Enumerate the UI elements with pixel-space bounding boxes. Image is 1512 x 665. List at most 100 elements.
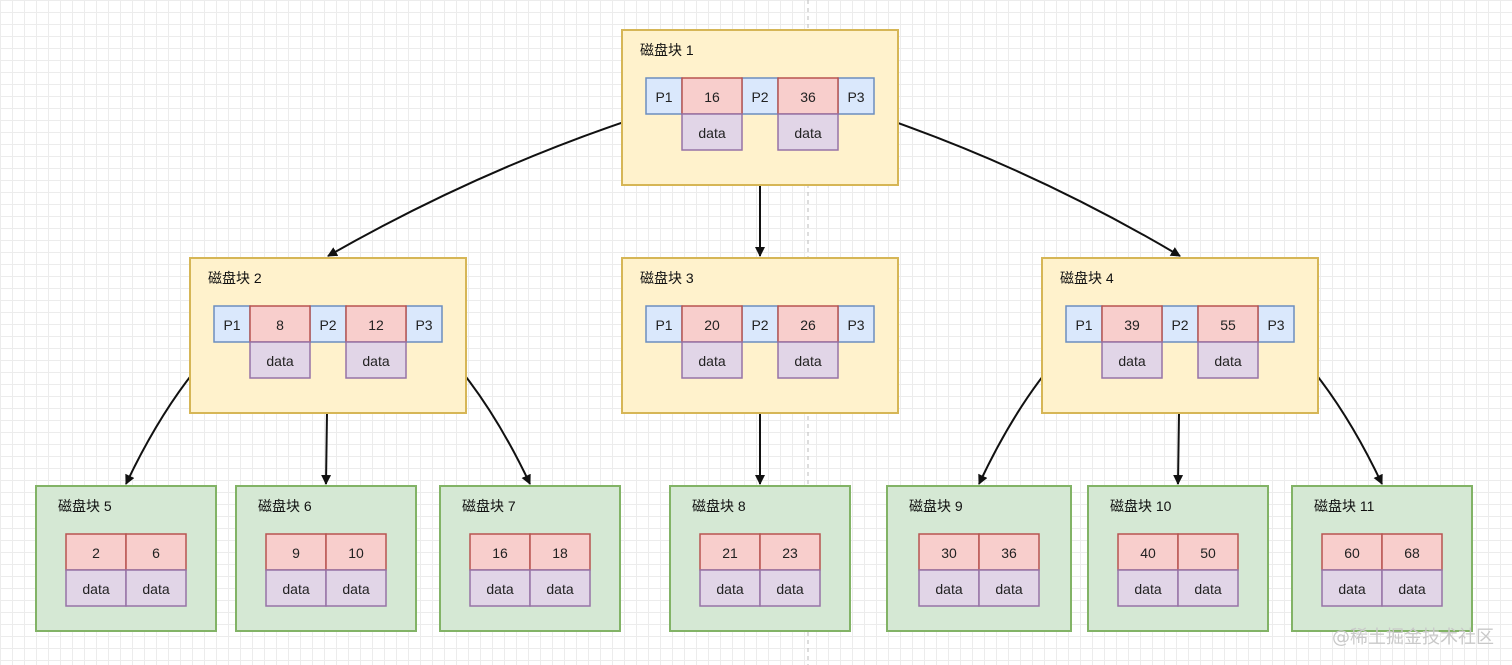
pointer-cell-p2: P2	[1161, 305, 1199, 343]
key-cell-label: 50	[1200, 545, 1216, 561]
pointer-cell-p1: P1	[645, 77, 683, 115]
key-cell-label: 18	[552, 545, 568, 561]
pointer-cell-p2: P2	[309, 305, 347, 343]
edge-arrow	[865, 111, 1181, 257]
pointer-cell-p1-label: P1	[1075, 317, 1092, 333]
data-cell-label: data	[698, 353, 725, 369]
data-cell-label: data	[342, 581, 369, 597]
key-cell: 6	[125, 533, 187, 571]
block-title: 磁盘块 2	[208, 270, 262, 286]
key-cell-label: 16	[704, 89, 720, 105]
key-cell: 16	[469, 533, 531, 571]
pointer-cell-p1-label: P1	[655, 317, 672, 333]
data-cell: data	[65, 569, 127, 607]
key-cell-label: 20	[704, 317, 720, 333]
data-cell: data	[265, 569, 327, 607]
block-title: 磁盘块 3	[640, 270, 694, 286]
key-cell-label: 68	[1404, 545, 1420, 561]
key-cell: 55	[1197, 305, 1259, 343]
key-cell-label: 6	[152, 545, 160, 561]
data-cell: data	[345, 341, 407, 379]
block-title: 磁盘块 4	[1060, 270, 1114, 286]
data-cell: data	[469, 569, 531, 607]
pointer-cell-p1-label: P1	[223, 317, 240, 333]
pointer-cell-p2: P2	[741, 305, 779, 343]
pointer-cell-p2: P2	[741, 77, 779, 115]
block-title: 磁盘块 10	[1110, 498, 1172, 514]
block-title: 磁盘块 11	[1314, 498, 1375, 514]
key-cell-label: 21	[722, 545, 738, 561]
key-cell: 20	[681, 305, 743, 343]
data-cell: data	[249, 341, 311, 379]
data-cell-label: data	[995, 581, 1022, 597]
data-cell: data	[1101, 341, 1163, 379]
data-cell: data	[681, 113, 743, 151]
data-cell-label: data	[266, 353, 293, 369]
data-cell-label: data	[282, 581, 309, 597]
data-cell: data	[681, 341, 743, 379]
key-cell: 30	[918, 533, 980, 571]
data-cell: data	[1117, 569, 1179, 607]
pointer-cell-p3: P3	[837, 305, 875, 343]
pointer-cell-p3-label: P3	[415, 317, 432, 333]
block-title: 磁盘块 7	[462, 498, 516, 514]
key-cell: 18	[529, 533, 591, 571]
pointer-cell-p2-label: P2	[1171, 317, 1188, 333]
data-cell-label: data	[142, 581, 169, 597]
data-cell-label: data	[486, 581, 513, 597]
data-cell-label: data	[1134, 581, 1161, 597]
data-cell: data	[1321, 569, 1383, 607]
data-cell: data	[918, 569, 980, 607]
data-cell-label: data	[794, 125, 821, 141]
data-cell: data	[1381, 569, 1443, 607]
key-cell-label: 36	[1001, 545, 1017, 561]
key-cell-label: 40	[1140, 545, 1156, 561]
key-cell-label: 10	[348, 545, 364, 561]
data-cell: data	[777, 341, 839, 379]
pointer-cell-p2-label: P2	[751, 89, 768, 105]
block-title: 磁盘块 6	[258, 498, 312, 514]
data-cell: data	[125, 569, 187, 607]
key-cell: 26	[777, 305, 839, 343]
pointer-cell-p3-label: P3	[847, 89, 864, 105]
pointer-cell-p3-label: P3	[1267, 317, 1284, 333]
pointer-cell-p2-label: P2	[751, 317, 768, 333]
pointer-cell-p3: P3	[405, 305, 443, 343]
data-cell-label: data	[1214, 353, 1241, 369]
data-cell-label: data	[362, 353, 389, 369]
data-cell: data	[529, 569, 591, 607]
data-cell-label: data	[794, 353, 821, 369]
key-cell-label: 2	[92, 545, 100, 561]
pointer-cell-p3: P3	[837, 77, 875, 115]
key-cell-label: 55	[1220, 317, 1236, 333]
key-cell: 36	[978, 533, 1040, 571]
key-cell: 10	[325, 533, 387, 571]
key-cell: 12	[345, 305, 407, 343]
watermark: @稀土掘金技术社区	[1332, 627, 1494, 648]
data-cell-label: data	[1118, 353, 1145, 369]
data-cell-label: data	[82, 581, 109, 597]
pointer-cell-p1: P1	[1065, 305, 1103, 343]
block-title: 磁盘块 9	[909, 498, 963, 514]
key-cell-label: 16	[492, 545, 508, 561]
block-title: 磁盘块 8	[692, 498, 746, 514]
key-cell: 40	[1117, 533, 1179, 571]
data-cell: data	[325, 569, 387, 607]
data-cell-label: data	[776, 581, 803, 597]
key-cell-label: 23	[782, 545, 798, 561]
data-cell: data	[759, 569, 821, 607]
data-cell-label: data	[546, 581, 573, 597]
key-cell: 9	[265, 533, 327, 571]
data-cell-label: data	[698, 125, 725, 141]
key-cell: 36	[777, 77, 839, 115]
key-cell: 16	[681, 77, 743, 115]
internal-block: 磁盘块 3 P1 P2 P3 20 data 26 data	[621, 257, 899, 414]
key-cell: 68	[1381, 533, 1443, 571]
